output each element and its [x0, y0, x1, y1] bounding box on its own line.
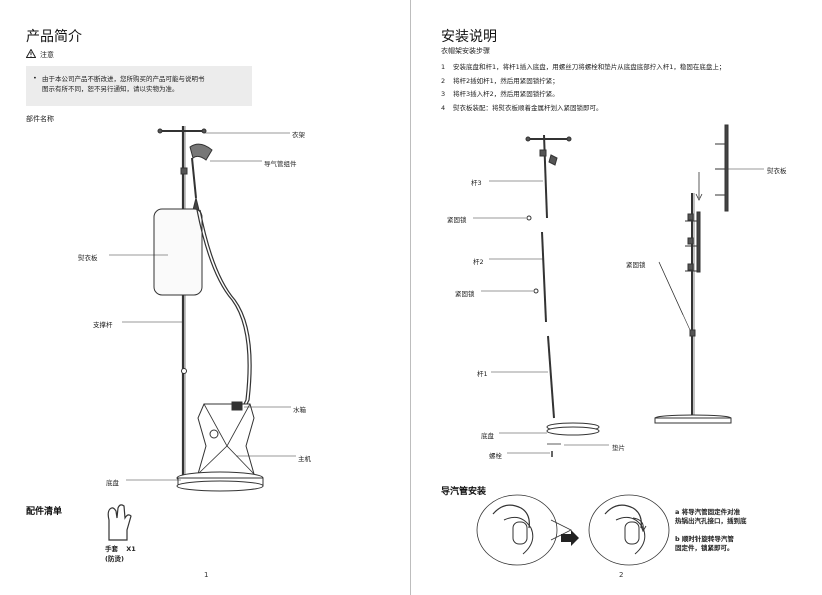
warning-icon — [26, 49, 36, 58]
steamer-illustration — [107, 126, 296, 541]
page-number: 2 — [619, 571, 624, 579]
parts-heading: 部件名称 — [26, 115, 54, 123]
tube-note-a-line-2: 热锅出汽孔接口，插到底 — [675, 517, 747, 525]
glove-caption: 手套 X1 — [105, 543, 136, 553]
label-board: 熨衣板 — [78, 254, 98, 262]
tube-note-a-line-1: a 将导汽管固定件对准 — [675, 508, 741, 516]
label-lock-2: 紧固锁 — [455, 290, 475, 298]
label-hose: 导气管组件 — [264, 160, 297, 168]
notice-heading: 注意 — [40, 51, 54, 59]
glove-quantity: X1 — [126, 545, 136, 553]
label-hanger: 衣架 — [292, 131, 305, 139]
label-rod3: 杆3 — [471, 179, 482, 187]
notice-box: • 由于本公司产品不断改进，您所购买的产品可能与说明书 图示有所不同，恕不另行通… — [26, 66, 252, 106]
manual-page-left: 产品简介 注意 • 由于本公司产品不断改进，您所购买的产品可能与说明书 图示有所… — [26, 29, 311, 579]
notice-line-1: 由于本公司产品不断改进，您所购买的产品可能与说明书 — [42, 75, 205, 83]
label-rod1: 杆1 — [477, 370, 488, 378]
tube-heading: 导汽管安装 — [441, 487, 487, 497]
label-pole: 支撑杆 — [93, 321, 113, 329]
notice-text: 由于本公司产品不断改进，您所购买的产品可能与说明书 图示有所不同，恕不另行通知，… — [42, 74, 247, 94]
label-lock-1: 紧固锁 — [447, 216, 467, 224]
label-bolt: 螺栓 — [489, 452, 502, 460]
page-divider — [410, 0, 411, 595]
label-rod2: 杆2 — [473, 258, 484, 266]
label-base: 底盘 — [481, 432, 494, 440]
label-washer: 垫片 — [612, 444, 625, 452]
label-base: 底盘 — [106, 479, 119, 487]
tube-note-a: a 将导汽管固定件对准 热锅出汽孔接口，插到底 — [675, 508, 747, 526]
tube-note-b-line-1: b 顺时针旋转导汽管 — [675, 535, 734, 543]
label-main: 主机 — [298, 455, 311, 463]
accessories-heading: 配件清单 — [26, 507, 63, 517]
page-title: 产品简介 — [26, 29, 82, 45]
install-subtitle: 衣帽架安装步骤 — [441, 47, 490, 55]
notice-bullet: • — [33, 74, 37, 82]
label-board: 熨衣板 — [767, 167, 787, 175]
glove-name: 手套 — [105, 545, 118, 553]
notice-line-2: 图示有所不同，恕不另行通知，请以实物为准。 — [42, 85, 179, 93]
label-tank: 水箱 — [293, 406, 306, 414]
glove-note: (防烫) — [105, 555, 124, 563]
tube-note-b: b 顺时针旋转导汽管 固定件，锁紧即可。 — [675, 535, 734, 553]
page-title: 安装说明 — [441, 29, 497, 45]
tube-note-b-line-2: 固定件，锁紧即可。 — [675, 544, 734, 552]
assembly-illustration — [473, 124, 764, 566]
page-number: 1 — [204, 571, 209, 579]
label-lock-3: 紧固锁 — [626, 261, 646, 269]
glove-icon — [107, 504, 132, 541]
